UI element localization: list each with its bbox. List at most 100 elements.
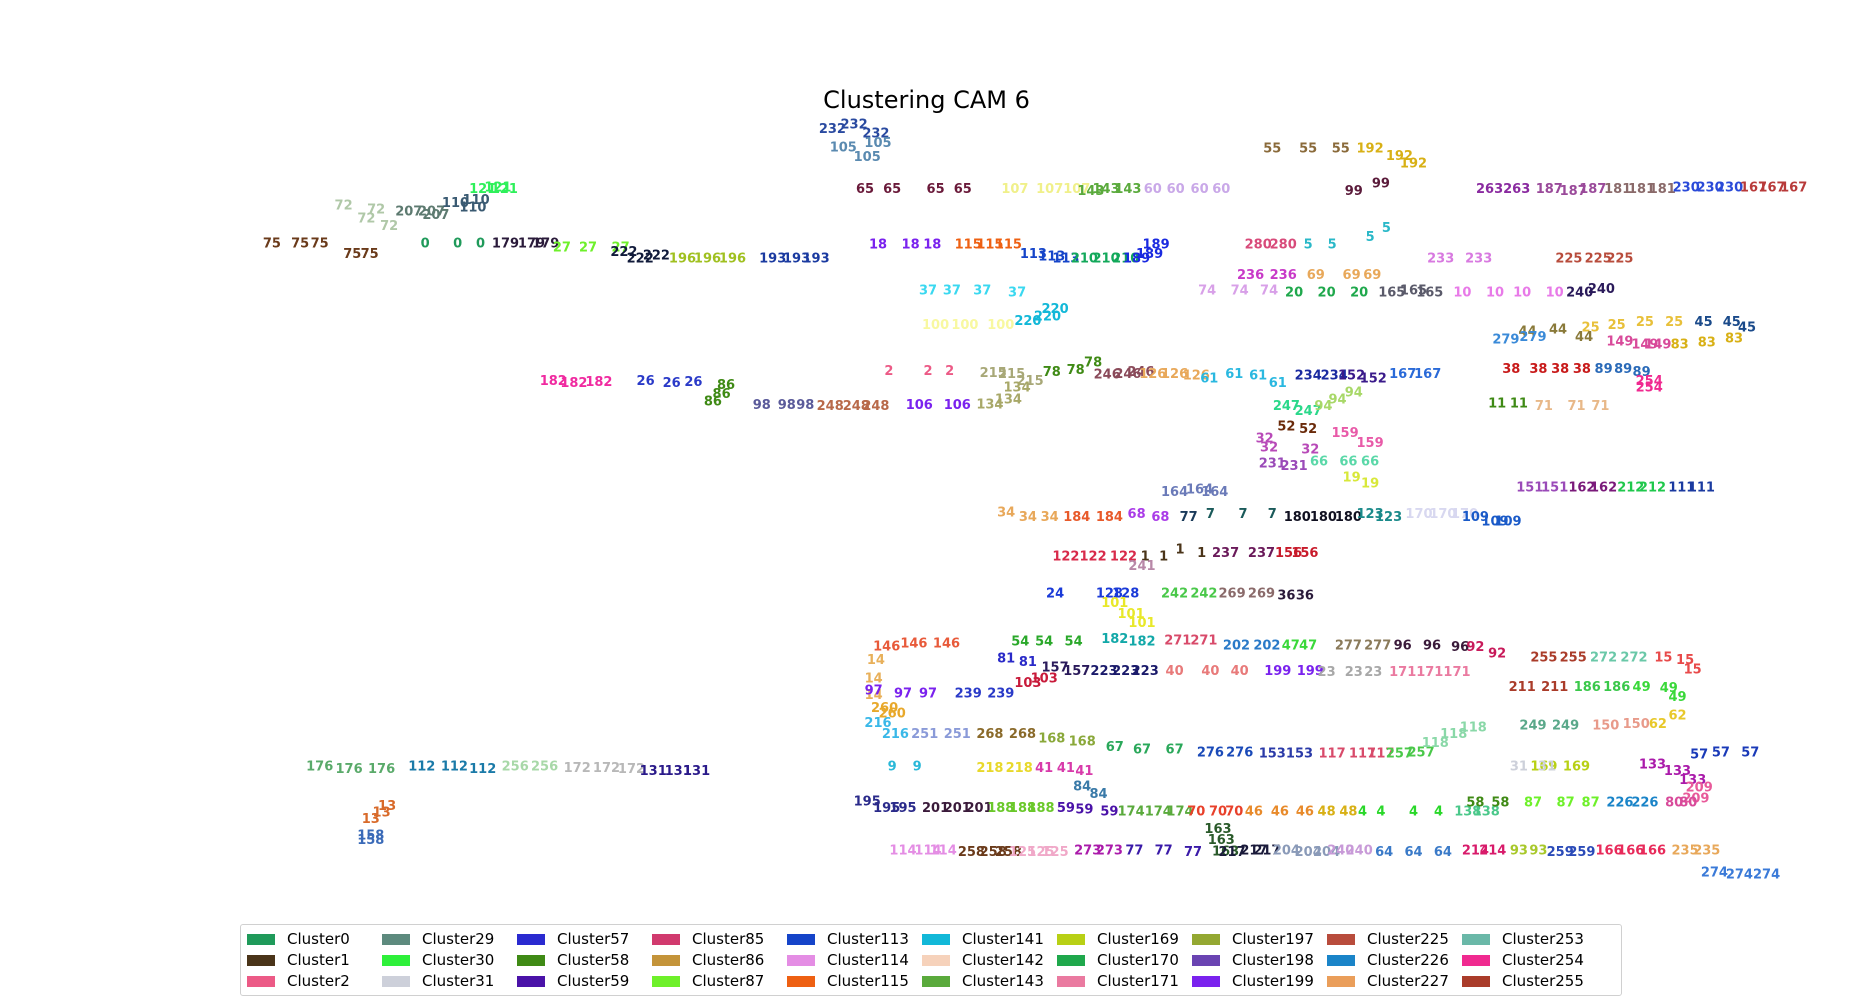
cluster-point-36: 36 <box>1277 589 1295 604</box>
cluster-point-216: 216 <box>882 727 909 742</box>
legend-swatch <box>1462 933 1490 945</box>
cluster-point-143: 143 <box>1077 184 1104 199</box>
cluster-point-149: 149 <box>1631 337 1658 352</box>
cluster-point-149: 149 <box>1644 337 1671 352</box>
cluster-point-98: 98 <box>753 398 771 413</box>
legend-swatch <box>517 954 545 966</box>
cluster-point-274: 274 <box>1701 866 1728 881</box>
cluster-point-126: 126 <box>1183 369 1210 384</box>
legend-label: Cluster141 <box>962 930 1044 948</box>
legend-label: Cluster114 <box>827 951 909 969</box>
cluster-point-44: 44 <box>1575 330 1593 345</box>
cluster-point-89: 89 <box>1633 365 1651 380</box>
cluster-point-134: 134 <box>995 393 1022 408</box>
cluster-point-126: 126 <box>1161 367 1188 382</box>
cluster-point-123: 123 <box>1375 510 1402 525</box>
legend-swatch <box>652 933 680 945</box>
cluster-point-9: 9 <box>913 759 922 774</box>
cluster-point-167: 167 <box>1758 180 1785 195</box>
cluster-point-112: 112 <box>469 762 496 777</box>
cluster-point-19: 19 <box>1361 477 1379 492</box>
cluster-point-207: 207 <box>422 208 449 223</box>
cluster-point-101: 101 <box>1101 596 1128 611</box>
cluster-point-247: 247 <box>1273 399 1300 414</box>
cluster-point-115: 115 <box>995 238 1022 253</box>
cluster-point-99: 99 <box>1372 177 1390 192</box>
cluster-point-232: 232 <box>862 127 889 142</box>
cluster-point-204: 204 <box>1273 843 1300 858</box>
cluster-point-75: 75 <box>343 247 361 262</box>
cluster-point-66: 66 <box>1310 455 1328 470</box>
cluster-point-25: 25 <box>1608 318 1626 333</box>
legend-label: Cluster58 <box>557 951 630 969</box>
cluster-point-75: 75 <box>263 237 281 252</box>
cluster-point-49: 49 <box>1660 681 1678 696</box>
cluster-point-15: 15 <box>1684 662 1702 677</box>
cluster-point-70: 70 <box>1225 805 1243 820</box>
cluster-point-37: 37 <box>919 284 937 299</box>
cluster-point-34: 34 <box>997 505 1015 520</box>
cluster-point-211: 211 <box>1541 680 1568 695</box>
cluster-point-26: 26 <box>663 376 681 391</box>
legend-item: Cluster31 <box>382 971 494 991</box>
cluster-point-192: 192 <box>1386 149 1413 164</box>
cluster-point-158: 158 <box>357 833 384 848</box>
cluster-point-11: 11 <box>1510 396 1528 411</box>
cluster-point-105: 105 <box>864 136 891 151</box>
cluster-point-25: 25 <box>1582 321 1600 336</box>
cluster-point-254: 254 <box>1636 374 1663 389</box>
cluster-point-110: 110 <box>442 196 469 211</box>
cluster-point-2: 2 <box>923 364 932 379</box>
cluster-point-225: 225 <box>1606 251 1633 266</box>
cluster-point-150: 150 <box>1592 719 1619 734</box>
cluster-point-210: 210 <box>1071 251 1098 266</box>
cluster-point-5: 5 <box>1382 221 1391 236</box>
cluster-point-184: 184 <box>1096 510 1123 525</box>
cluster-point-246: 246 <box>1127 365 1154 380</box>
cluster-point-4: 4 <box>1409 805 1418 820</box>
cluster-point-164: 164 <box>1201 485 1228 500</box>
cluster-point-55: 55 <box>1263 142 1281 157</box>
cluster-point-77: 77 <box>1125 843 1143 858</box>
cluster-point-113: 113 <box>1038 250 1065 265</box>
cluster-point-10: 10 <box>1486 286 1504 301</box>
cluster-point-96: 96 <box>1423 638 1441 653</box>
cluster-point-74: 74 <box>1231 284 1249 299</box>
cluster-point-31: 31 <box>1538 759 1556 774</box>
cluster-point-195: 195 <box>889 801 916 816</box>
cluster-point-62: 62 <box>1668 709 1686 724</box>
legend-swatch <box>652 954 680 966</box>
cluster-point-72: 72 <box>335 199 353 214</box>
cluster-point-70: 70 <box>1209 805 1227 820</box>
cluster-point-269: 269 <box>1219 587 1246 602</box>
legend-label: Cluster59 <box>557 972 630 990</box>
cluster-point-71: 71 <box>1567 399 1585 414</box>
cluster-point-277: 277 <box>1335 638 1362 653</box>
cluster-point-98: 98 <box>796 398 814 413</box>
cluster-point-157: 157 <box>1042 661 1069 676</box>
cluster-point-72: 72 <box>357 212 375 227</box>
cluster-point-279: 279 <box>1492 333 1519 348</box>
cluster-point-62: 62 <box>1649 717 1667 732</box>
legend-swatch <box>382 954 410 966</box>
legend-label: Cluster85 <box>692 930 765 948</box>
cluster-point-188: 188 <box>987 801 1014 816</box>
cluster-point-86: 86 <box>704 395 722 410</box>
cluster-point-152: 152 <box>1338 369 1365 384</box>
legend-swatch <box>1192 954 1220 966</box>
cluster-point-117: 117 <box>1319 746 1346 761</box>
cluster-point-23: 23 <box>1345 665 1363 680</box>
cluster-point-122: 122 <box>1052 550 1079 565</box>
cluster-point-1: 1 <box>1175 542 1184 557</box>
legend-swatch <box>1192 933 1220 945</box>
legend-swatch <box>247 933 275 945</box>
cluster-point-189: 189 <box>1143 238 1170 253</box>
cluster-point-32: 32 <box>1260 441 1278 456</box>
cluster-point-128: 128 <box>1112 587 1139 602</box>
cluster-point-259: 259 <box>1547 845 1574 860</box>
cluster-point-98: 98 <box>778 398 796 413</box>
cluster-point-234: 234 <box>1295 369 1322 384</box>
cluster-point-138: 138 <box>1454 805 1481 820</box>
legend-item: Cluster0 <box>247 929 350 949</box>
cluster-point-234: 234 <box>1321 369 1348 384</box>
